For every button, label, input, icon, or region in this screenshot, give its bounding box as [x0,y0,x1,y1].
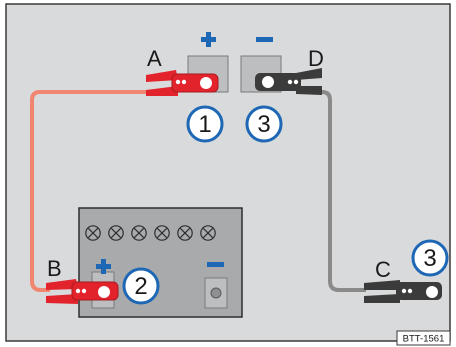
step-d-number: 3 [257,111,270,138]
step-b-number: 2 [134,273,147,300]
clamp-b-label: B [47,256,62,281]
step-a-number: 1 [198,111,211,138]
step-badge-a: 1 [186,105,224,143]
clamp-c-black [364,280,442,303]
clamp-b-red [46,279,119,304]
step-badge-b: 2 [122,267,160,305]
plus-icon [201,32,216,47]
clamp-d-black [255,68,322,95]
clamp-a-red [146,70,219,96]
step-badge-c: 3 [411,239,449,277]
positive-jumper-cable [30,90,148,292]
clamp-c-label: C [375,257,391,282]
reference-code-box: BTT-1561 [396,330,451,346]
minus-icon [256,37,273,42]
step-c-number: 3 [423,245,436,272]
step-badge-d: 3 [245,105,283,143]
clamp-d-label: D [308,46,324,71]
clamp-a-label: A [147,46,162,71]
minus-icon [207,262,224,267]
negative-jumper-cable [306,90,366,292]
reference-code: BTT-1561 [403,334,445,345]
plus-icon [96,259,111,274]
